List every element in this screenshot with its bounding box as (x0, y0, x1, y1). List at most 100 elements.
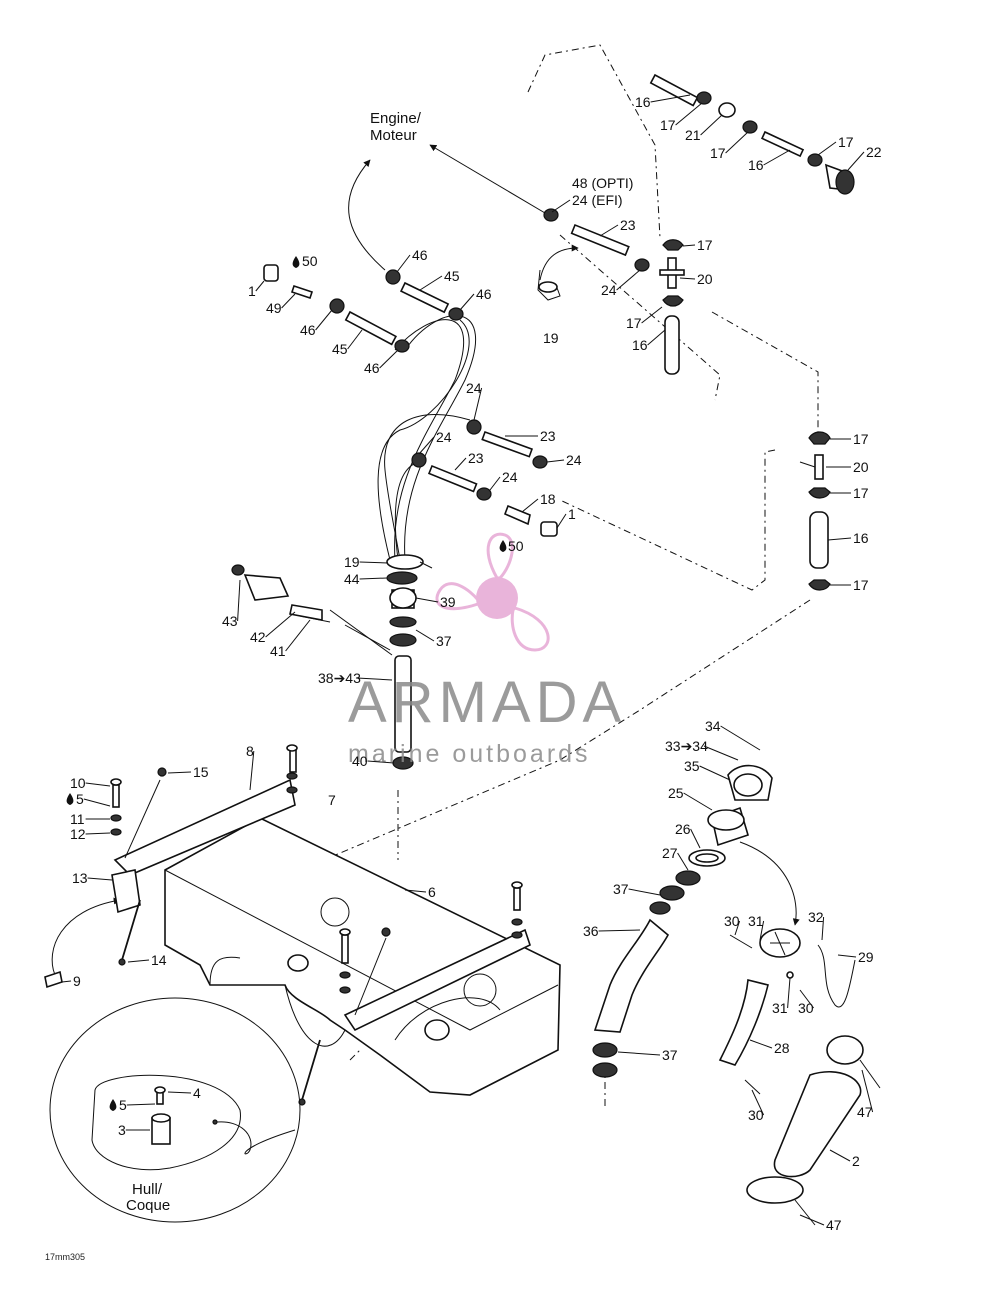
callout-c40: 40 (352, 753, 368, 769)
leader-c13 (87, 877, 113, 881)
leader-c31b (787, 977, 791, 1009)
callout-c37c: 37 (662, 1047, 678, 1063)
callout-c46b: 46 (476, 286, 492, 302)
callout-c16c: 16 (632, 337, 648, 353)
guide-lines (284, 44, 819, 1110)
leader-c46d (379, 349, 399, 369)
callout-c31b: 31 (772, 1000, 788, 1016)
callout-c37a: 37 (436, 633, 452, 649)
leader-c16d (827, 537, 852, 541)
leader-c38 (356, 677, 393, 681)
oil-drop-icon (499, 540, 507, 552)
engine-caption-line1: Engine/ (370, 110, 422, 127)
callout-c24b: 24 (466, 380, 482, 396)
callout-c18: 18 (540, 491, 556, 507)
callout-c28: 28 (774, 1040, 790, 1056)
leader-c16b (763, 149, 791, 166)
callout-c24a: 24 (601, 282, 617, 298)
oil-drop-icon (109, 1099, 117, 1111)
callout-c33: 33➔34 (665, 738, 708, 754)
callout-c23b: 23 (540, 428, 556, 444)
callout-c20a: 20 (697, 271, 713, 287)
leader-c17e (641, 306, 663, 324)
leader-c42 (265, 611, 296, 638)
callout-c11: 11 (70, 811, 85, 827)
middle-assembly (411, 419, 558, 537)
leader-c45a (419, 275, 443, 291)
callout-c9: 9 (73, 973, 81, 989)
leader-c17a (675, 102, 703, 126)
central-stack (386, 554, 433, 770)
callout-c45a: 45 (444, 268, 460, 284)
leader-c5b (126, 1103, 156, 1106)
leader-c5a (83, 798, 111, 807)
callout-c10: 10 (70, 775, 86, 791)
leader-c26 (690, 828, 701, 849)
leader-c12 (85, 832, 111, 835)
lubricant-drop-icons (66, 256, 507, 1111)
tank-straps (44, 744, 531, 1106)
leader-c39 (415, 597, 439, 603)
upper-right-assembly (649, 73, 855, 195)
leader-c4 (167, 1091, 192, 1094)
callout-c7: 7 (328, 792, 336, 808)
callout-c46d: 46 (364, 360, 380, 376)
callout-c24c: 24 (436, 429, 452, 445)
protector-tube (746, 1035, 881, 1226)
propeller-logo-icon (435, 532, 550, 652)
callout-c16b: 16 (748, 157, 764, 173)
callout-c30a: 30 (724, 913, 740, 929)
leader-c19b (359, 561, 389, 564)
callout-c37b: 37 (613, 881, 629, 897)
callout-c17d: 17 (697, 237, 713, 253)
leader-c24c (418, 436, 435, 455)
right-vertical-assembly (799, 431, 831, 591)
callout-c32: 32 (808, 909, 824, 925)
callout-c16d: 16 (853, 530, 869, 546)
callout-c39: 39 (440, 594, 456, 610)
fuel-tank (164, 817, 561, 1096)
callout-c17g: 17 (853, 485, 869, 501)
callout-c17e: 17 (626, 315, 642, 331)
callout-c46a: 46 (412, 247, 428, 263)
callout-c50a: 50 (302, 253, 318, 269)
leader-c24efi (551, 199, 571, 213)
leader-lines (61, 94, 874, 1226)
callout-c47b: 47 (826, 1217, 842, 1233)
callout-c27: 27 (662, 845, 678, 861)
callout-c16a: 16 (635, 94, 651, 110)
leader-c35 (699, 765, 731, 781)
leader-c24b (473, 387, 483, 421)
callout-c2: 2 (852, 1153, 860, 1169)
callout-c34: 34 (705, 718, 721, 734)
callout-c3: 3 (118, 1122, 126, 1138)
callout-c42: 42 (250, 629, 266, 645)
callout-c13: 13 (72, 870, 88, 886)
leader-c17d (682, 244, 696, 247)
leader-c47a (861, 1069, 874, 1113)
callout-c5b: 5 (119, 1097, 127, 1113)
leader-c29 (837, 954, 857, 958)
leader-c17c (817, 141, 837, 156)
leader-c25 (683, 792, 713, 811)
leader-c27 (677, 852, 689, 871)
leader-c44 (359, 577, 388, 580)
oil-drop-icon (66, 793, 74, 805)
leader-c21 (700, 114, 723, 136)
leader-c18 (521, 498, 539, 513)
callout-c19a: 19 (543, 330, 559, 346)
leader-c17b (725, 131, 749, 154)
leader-c49 (281, 293, 296, 309)
hull-detail (49, 997, 301, 1223)
leader-c8 (249, 750, 255, 791)
callout-c31a: 31 (748, 913, 764, 929)
callout-c17a: 17 (660, 117, 676, 133)
upper-center-assembly (537, 208, 685, 375)
filler-assembly (592, 764, 773, 1078)
hull-caption-line2: Coque (126, 1197, 170, 1214)
callout-c50b: 50 (508, 538, 524, 554)
leader-c24a (616, 269, 641, 291)
leader-c20a (679, 277, 696, 280)
